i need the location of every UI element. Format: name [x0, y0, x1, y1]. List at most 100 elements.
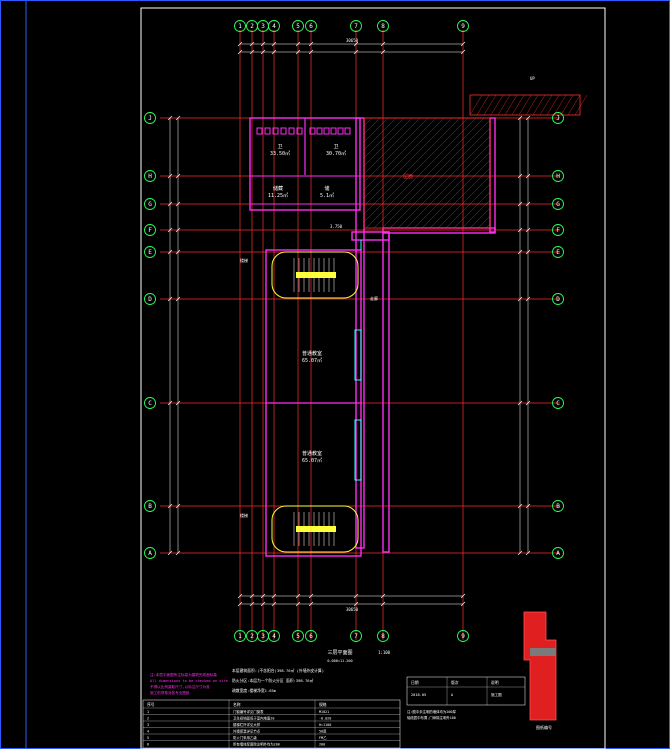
hatch-line	[363, 117, 469, 223]
dim-tick	[237, 41, 243, 47]
axis-bubble-right-B-label: B	[556, 503, 560, 510]
dim-tick	[380, 49, 386, 55]
wall-5	[489, 117, 496, 233]
overall-dimension-bottom: 30650	[346, 607, 359, 612]
axis-bubble-right-F	[552, 224, 564, 236]
axis-bubble-left-B-label: B	[148, 503, 152, 510]
notes-table-cell: H=1100	[319, 723, 331, 727]
toilet-fixture	[330, 127, 337, 135]
hatch-line	[445, 183, 491, 229]
hatch-line	[485, 223, 491, 229]
axis-bubble-left-A-label: A	[148, 550, 152, 557]
axis-bubble-bottom-8-label: 8	[381, 633, 385, 640]
dim-tick	[517, 249, 523, 255]
drawing-scale: 1:100	[378, 650, 391, 655]
dim-tick	[380, 593, 386, 599]
warning-note-line: 不得以比例量取尺寸,以标注尺寸为准	[150, 684, 210, 689]
axis-bubble-right-H	[552, 170, 564, 182]
hatch-line	[413, 151, 491, 229]
hatch-line	[363, 117, 381, 135]
dim-tick	[308, 41, 314, 47]
hatch-line	[560, 94, 574, 116]
hatch-line	[504, 94, 518, 116]
stamp-caption: 图纸编号	[536, 724, 552, 730]
room-area-r1: 33.50㎡	[270, 150, 290, 157]
axis-bubble-right-C-label: C	[556, 400, 560, 407]
axis-bubble-top-8	[377, 20, 389, 32]
axis-bubble-right-J-label: J	[556, 115, 560, 122]
hatch-line	[405, 143, 491, 229]
axis-bubble-left-J	[144, 112, 156, 124]
stair-landing-outline	[271, 251, 359, 299]
dim-tick	[175, 249, 181, 255]
axis-bubble-bottom-5-label: 5	[296, 633, 300, 640]
toilet-fixture	[316, 127, 323, 135]
axis-bubble-right-F-label: F	[556, 227, 560, 234]
hatch-line	[437, 175, 491, 229]
axis-bubble-bottom-5	[292, 630, 304, 642]
hatch-line	[397, 135, 491, 229]
center-note-line: 防火分区:本层为一个防火分区 面积:398.76㎡	[232, 678, 314, 683]
dim-tick	[380, 601, 386, 607]
axis-bubble-top-4	[268, 20, 280, 32]
room-name-r1: 卫	[277, 144, 282, 150]
axis-bubble-bottom-8	[377, 630, 389, 642]
axis-bubble-top-7	[350, 20, 362, 32]
warning-note-line: 施工前须核对各专业图纸	[150, 690, 190, 695]
axis-bubble-bottom-4-label: 4	[272, 633, 276, 640]
axis-bubble-left-E-label: E	[148, 249, 152, 256]
hatch-line	[518, 94, 532, 116]
dim-tick	[295, 593, 301, 599]
hatch-line	[539, 94, 553, 116]
up-arrow-label: UP	[530, 76, 535, 81]
window	[354, 419, 362, 481]
hatch-line	[363, 117, 429, 183]
axis-bubble-right-C	[552, 397, 564, 409]
dim-tick	[525, 296, 531, 302]
drawing-border	[140, 7, 606, 749]
hatch-line	[363, 117, 389, 143]
notes-table-cell: 防火门采用乙级	[233, 735, 257, 740]
dim-tick	[249, 593, 255, 599]
axis-bubble-left-D-label: D	[148, 296, 152, 303]
axis-bubble-left-D	[144, 293, 156, 305]
axis-bubble-top-1	[234, 20, 246, 32]
revision-table-header: 日期	[411, 680, 419, 685]
toilet-fixture	[264, 127, 271, 135]
wall-3	[382, 231, 390, 553]
roof-hatch	[363, 94, 588, 229]
notes-table-header: 序号	[147, 702, 155, 707]
dim-tick	[271, 41, 277, 47]
hatch-line	[421, 159, 491, 229]
stairs	[271, 251, 359, 553]
revision-table-cell: 施工图	[491, 692, 502, 697]
dim-tick	[353, 601, 359, 607]
dim-tick	[167, 249, 173, 255]
dim-tick	[167, 400, 173, 406]
room-area-r5: 65.07㎡	[302, 357, 322, 364]
axis-bubble-top-3-label: 3	[261, 23, 265, 30]
notes-table-cell: 门窗编号详见门窗表	[233, 709, 264, 714]
center-note-line: 本层建筑面积:(不含阳台)398.76㎡ (外墙外皮计算)	[232, 668, 324, 673]
notes-table-cell: 1	[147, 710, 149, 714]
dim-tick	[175, 400, 181, 406]
dim-tick	[175, 296, 181, 302]
dim-tick	[525, 201, 531, 207]
dim-tick	[175, 201, 181, 207]
warning-note-line: All dimensions to be checked on site	[150, 679, 228, 683]
dim-tick	[271, 49, 277, 55]
dim-tick	[460, 41, 466, 47]
axis-bubble-right-G-label: G	[556, 201, 560, 208]
hatch-line	[363, 117, 453, 207]
dim-tick	[517, 296, 523, 302]
axis-bubble-top-6-label: 6	[309, 23, 313, 30]
hatch-line	[511, 94, 525, 116]
room-name-r4: 储	[324, 185, 329, 192]
notes-table-cell: 2	[147, 717, 149, 721]
dim-tick	[175, 550, 181, 556]
toilet-fixture	[337, 127, 344, 135]
notes-table-cell: 200	[319, 743, 325, 747]
axis-bubble-bottom-6-label: 6	[309, 633, 313, 640]
stamp-bar	[530, 648, 556, 656]
